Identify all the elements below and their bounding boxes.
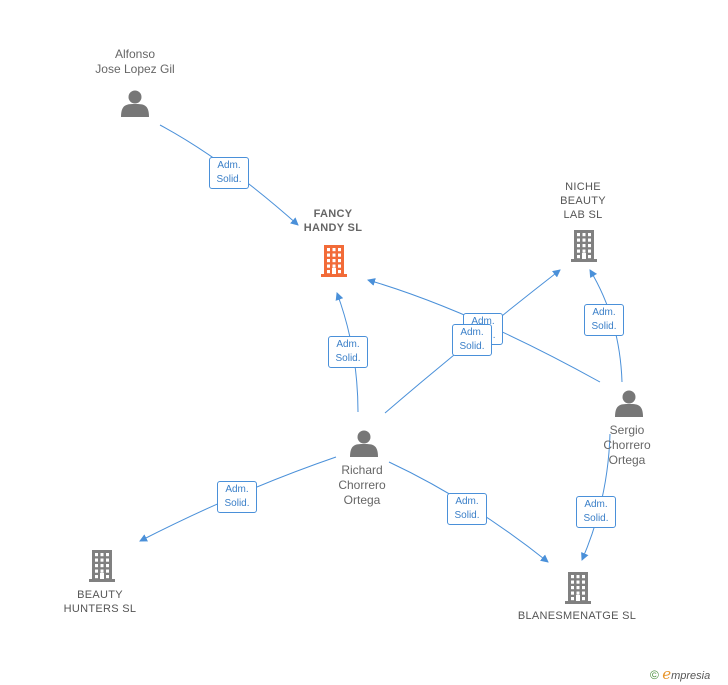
edge-label-line-1: Adm. [225, 484, 249, 495]
edge-label-line-2: Solid. [459, 341, 485, 352]
edge-label-line-2: Solid. [224, 498, 250, 509]
person-icon [615, 390, 643, 417]
node-richard-line-2: Chorrero [338, 478, 386, 492]
node-blanesmenatge-line-1: BLANESMENATGE SL [517, 610, 637, 622]
edge-label-line-1: Adm. [471, 316, 495, 327]
copyright-icon: © [650, 668, 659, 682]
edge-label-line-2: Solid. [591, 321, 617, 332]
edge-label-richard-fancy: Adm. Solid. [328, 336, 368, 368]
person-icon [121, 90, 149, 117]
edge-label-richard-blanesmenatge: Adm. Solid. [447, 493, 487, 525]
edge-label-sergio-niche: Adm. Solid. [584, 304, 624, 336]
node-niche-label: NICHE BEAUTY LAB SL [543, 180, 623, 222]
building-icon [89, 550, 115, 582]
node-alfonso-line-2: Jose Lopez Gil [95, 62, 175, 76]
node-sergio-line-3: Ortega [608, 453, 646, 467]
empresia-logo-e: e [662, 665, 672, 683]
node-richard-line-3: Ortega [343, 493, 381, 507]
node-sergio-label: Sergio Chorrero Ortega [587, 423, 667, 468]
edge-label-sergio-blanesmenatge: Adm. Solid. [576, 496, 616, 528]
node-alfonso-label: Alfonso Jose Lopez Gil [80, 47, 190, 77]
edge-label-line-2: Solid. [454, 510, 480, 521]
building-icon [571, 230, 597, 262]
node-niche-line-1: NICHE [565, 181, 601, 193]
node-fancy-line-1: FANCY [313, 208, 353, 220]
node-blanesmenatge-label: BLANESMENATGE SL [507, 609, 647, 623]
edge-label-line-1: Adm. [455, 496, 479, 507]
node-alfonso-line-1: Alfonso [114, 47, 156, 61]
node-niche-line-2: BEAUTY [560, 195, 606, 207]
empresia-brand: mpresia [671, 670, 711, 682]
person-icon [350, 430, 378, 457]
edge-label-line-1: Adm. [592, 307, 616, 318]
edge-label-line-2: Solid. [583, 513, 609, 524]
edge-label-line-1: Adm. [336, 339, 360, 350]
edge-label-richard-niche: Adm. Solid. [452, 324, 492, 356]
node-fancy-line-2: HANDY SL [303, 222, 363, 234]
node-sergio-line-2: Chorrero [603, 438, 651, 452]
building-icon [565, 572, 591, 604]
node-beauty-hunters-label: BEAUTY HUNTERS SL [50, 588, 150, 616]
edge-label-line-1: Adm. [217, 160, 241, 171]
node-niche-line-3: LAB SL [563, 209, 603, 221]
edge-label-line-2: Solid. [335, 353, 361, 364]
credit: © empresia [650, 665, 710, 683]
edge-label-line-2: Solid. [216, 174, 242, 185]
edge-label-alfonso-fancy: Adm. Solid. [209, 157, 249, 189]
edge-label-line-1: Adm. [584, 499, 608, 510]
edge-label-line-1: Adm. [460, 327, 484, 338]
edge-label-richard-beauty-hunters: Adm. Solid. [217, 481, 257, 513]
node-richard-label: Richard Chorrero Ortega [322, 463, 402, 508]
building-icon [321, 245, 347, 277]
node-sergio-line-1: Sergio [609, 423, 645, 437]
node-beauty-hunters-line-1: BEAUTY [77, 589, 123, 601]
node-fancy-label: FANCY HANDY SL [283, 207, 383, 235]
node-beauty-hunters-line-2: HUNTERS SL [63, 603, 137, 615]
node-richard-line-1: Richard [341, 463, 383, 477]
